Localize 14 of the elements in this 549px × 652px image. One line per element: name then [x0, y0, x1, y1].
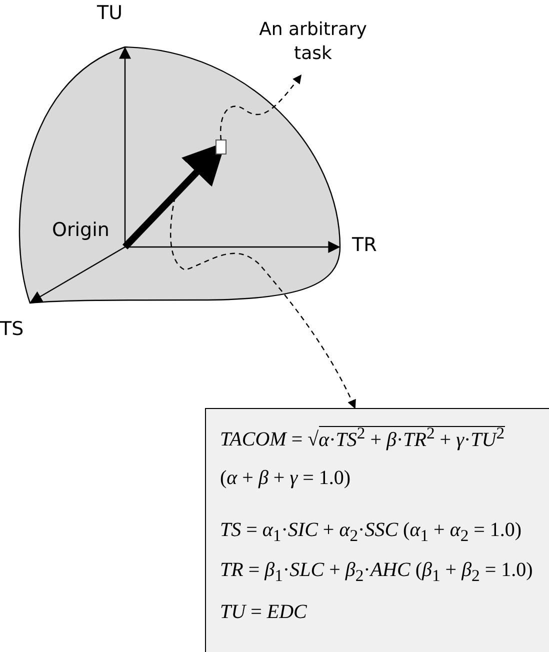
formula-box — [205, 408, 549, 652]
leader-arrow — [170, 196, 356, 409]
formula-line: TU = EDC — [220, 601, 307, 624]
leader-arrow — [220, 74, 302, 140]
formula-line: TACOM = √α·TS$^{2}$ + β·TR$^{2}$ + γ·TU$^{2}$ — [220, 423, 505, 452]
callout-text: An arbitrary task — [238, 18, 388, 70]
formula-line: (α + β + γ = 1.0) — [220, 467, 351, 490]
formula-line: TS = α$_{1}$·SIC + α$_{2}$·SSC (α$_{1}$ + α$_{2}$ = 1.0) — [220, 519, 522, 546]
formula-line: TR = β$_{1}$·SLC + β$_{2}$·AHC (β$_{1}$ + β$_{2}$ = 1.0) — [220, 559, 533, 586]
axis-label: TU — [97, 2, 123, 24]
task-marker — [216, 140, 226, 154]
axis-label: TS — [0, 318, 24, 340]
origin-label: Origin — [52, 219, 110, 241]
axis-label: TR — [352, 234, 377, 256]
